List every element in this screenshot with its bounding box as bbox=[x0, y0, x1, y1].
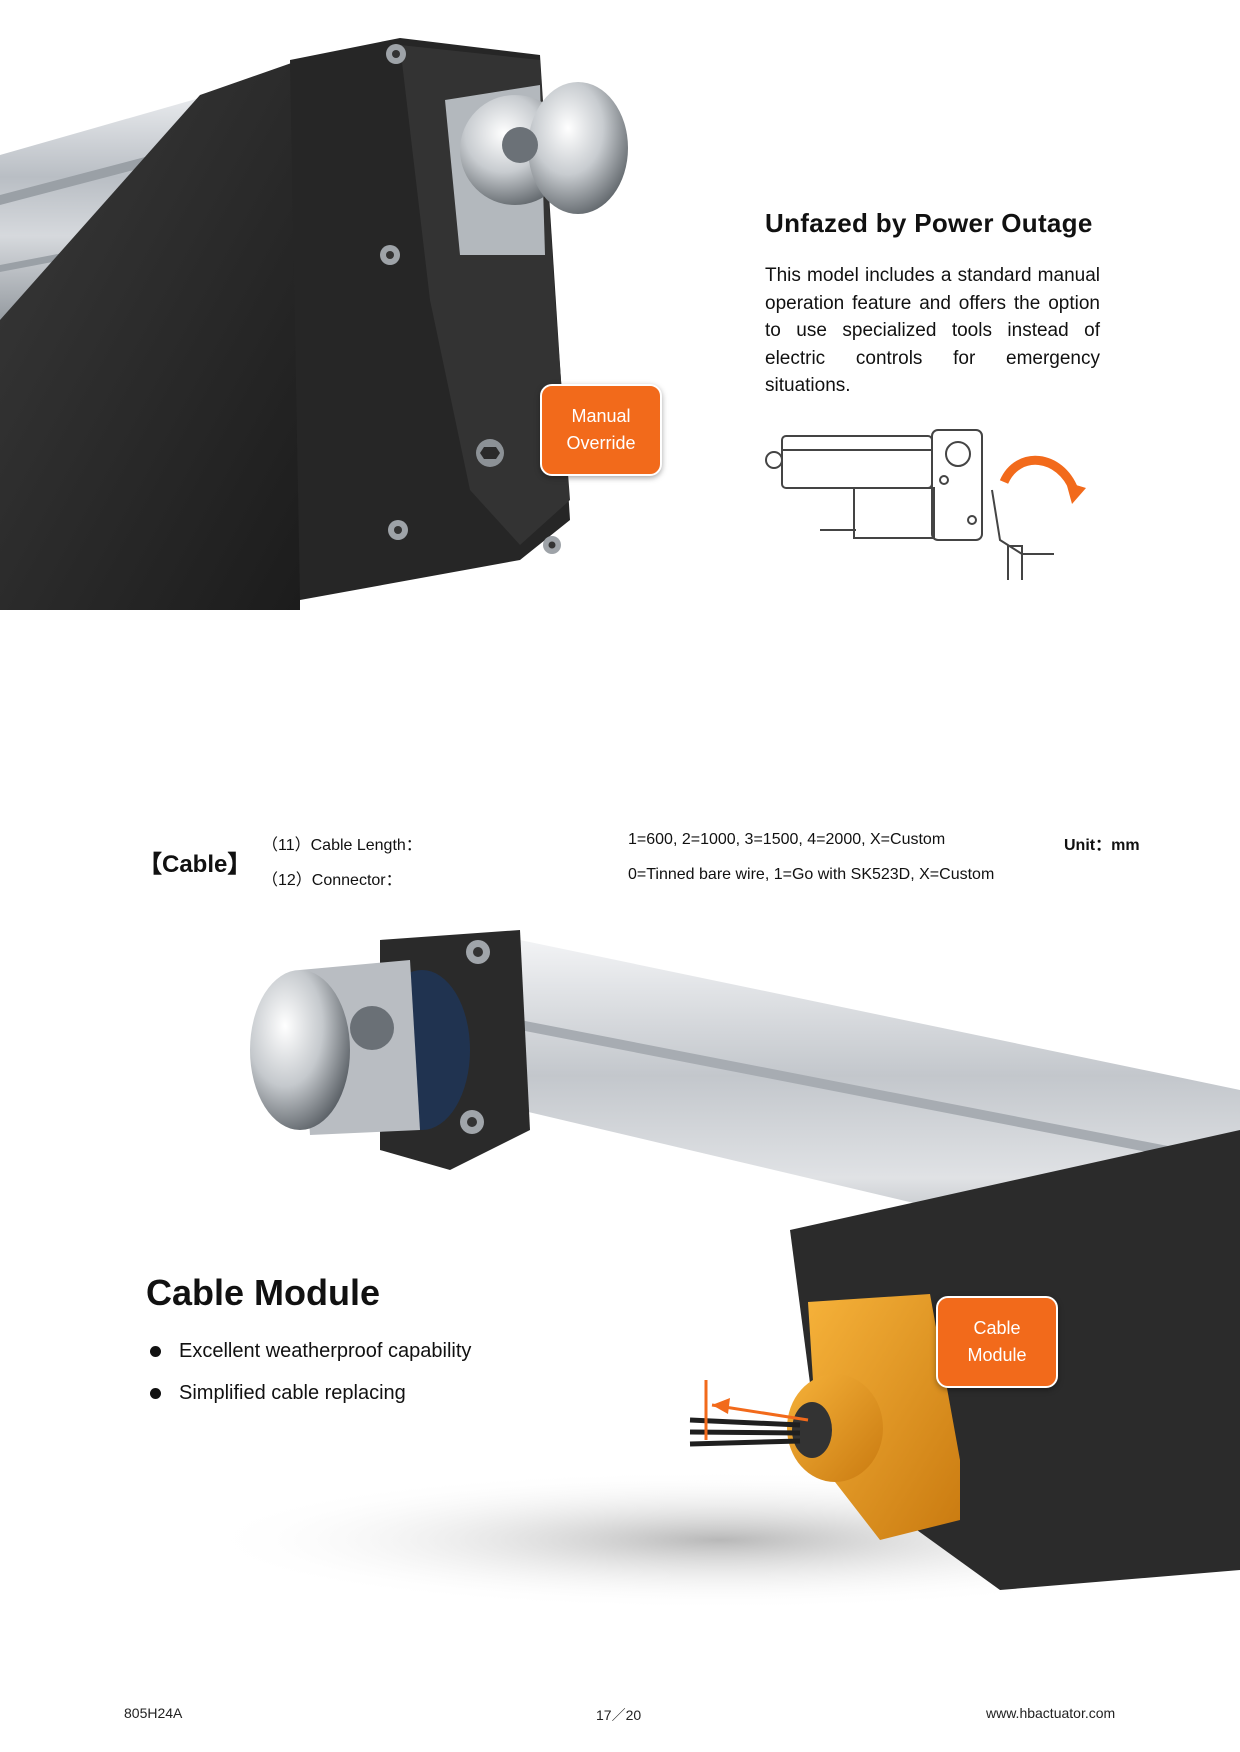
feature-text: Excellent weatherproof capability bbox=[179, 1339, 472, 1362]
feature-text: Simplified cable replacing bbox=[179, 1381, 406, 1404]
bullet-dot-icon bbox=[150, 1387, 161, 1399]
bullet-dot-icon bbox=[150, 1345, 161, 1357]
callout-cable-line1: Cable bbox=[973, 1318, 1021, 1338]
feature-item: Simplified cable replacing bbox=[150, 1372, 471, 1414]
spec-label-connector: （12）Connector： bbox=[262, 872, 402, 889]
spec-label-cable-length: （11）Cable Length： bbox=[262, 837, 422, 854]
cable-module-callout: Cable Module bbox=[936, 1296, 1058, 1388]
cable-module-features: Excellent weatherproof capability Simpli… bbox=[150, 1330, 471, 1414]
footer-model-number: 805H24A bbox=[124, 1705, 183, 1721]
spec-unit: Unit：mm bbox=[1064, 837, 1140, 854]
actuator-manual-override-illustration bbox=[0, 38, 628, 610]
spec-value-connector: 0=Tinned bare wire, 1=Go with SK523D, X=… bbox=[628, 866, 995, 883]
callout-manual-line2: Override bbox=[566, 433, 636, 453]
cable-section-tag: 【Cable】 bbox=[138, 851, 252, 878]
footer-website: www.hbactuator.com bbox=[986, 1705, 1116, 1721]
footer-page-number: 17／20 bbox=[596, 1707, 642, 1723]
callout-cable-line2: Module bbox=[967, 1345, 1027, 1365]
callout-manual-line1: Manual bbox=[571, 406, 631, 426]
feature-item: Excellent weatherproof capability bbox=[150, 1330, 471, 1372]
manual-crank-sketch bbox=[765, 429, 1086, 580]
spec-value-cable-length: 1=600, 2=1000, 3=1500, 4=2000, X=Custom bbox=[628, 831, 946, 848]
cable-module-title: Cable Module bbox=[146, 1272, 381, 1313]
manual-override-callout: Manual Override bbox=[540, 384, 662, 476]
power-outage-description: This model includes a standard manual op… bbox=[765, 265, 1100, 396]
power-outage-title: Unfazed by Power Outage bbox=[765, 208, 1093, 238]
